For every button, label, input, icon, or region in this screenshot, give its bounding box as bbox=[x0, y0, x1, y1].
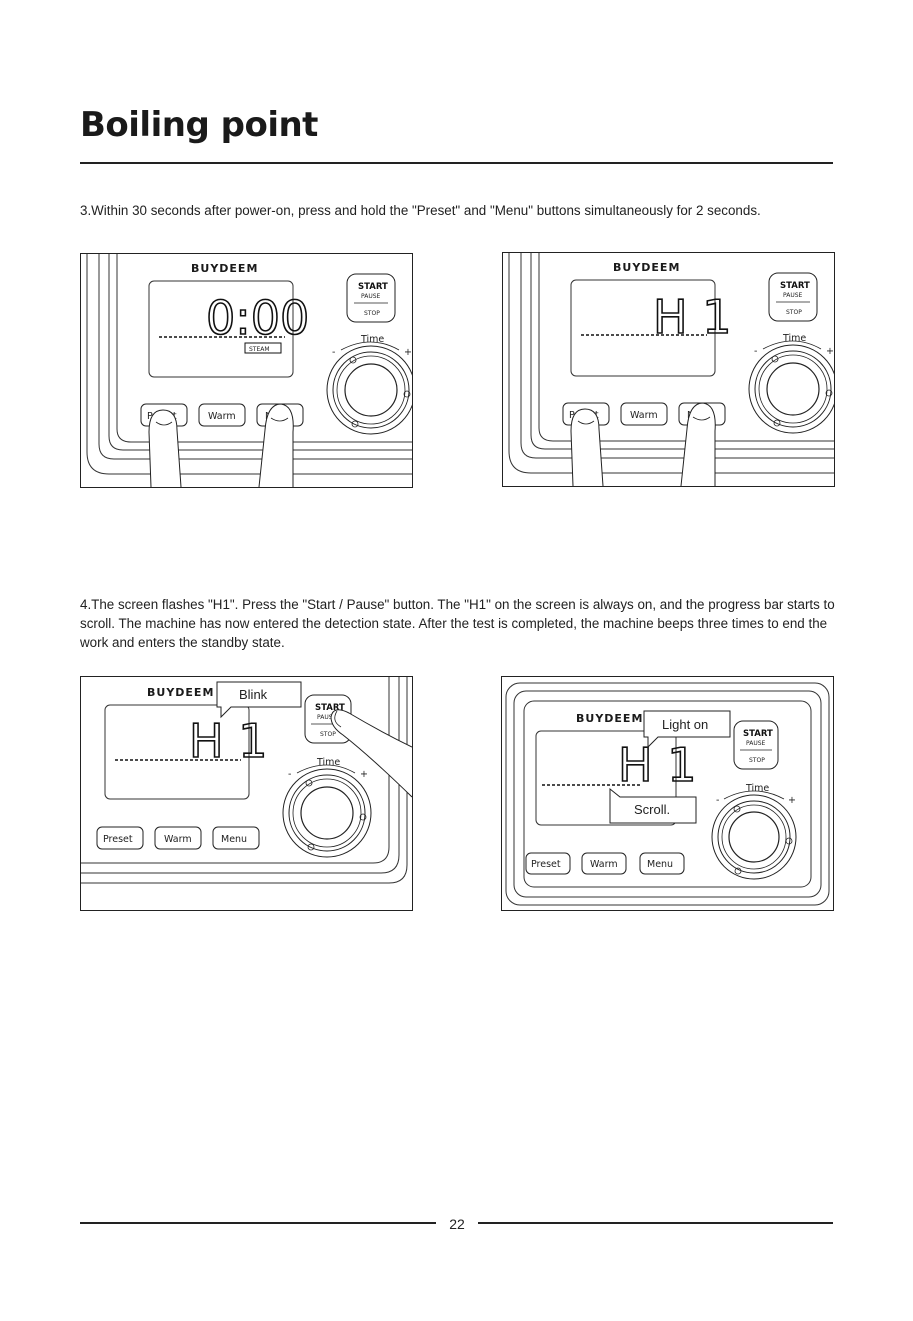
brand-logo: BUYDEEM bbox=[147, 686, 214, 699]
svg-text:Menu: Menu bbox=[221, 834, 247, 845]
svg-text:Warm: Warm bbox=[164, 834, 192, 845]
illustration-step3-before: BUYDEEM 0:00 STEAM START PAUSE STOP Time… bbox=[80, 253, 413, 488]
brand-logo: BUYDEEM bbox=[613, 261, 680, 274]
steam-indicator: STEAM bbox=[249, 346, 270, 353]
svg-text:-: - bbox=[716, 795, 719, 806]
lcd-digits: 0:00 bbox=[206, 291, 309, 345]
svg-text:-: - bbox=[332, 347, 335, 358]
step-3-instruction: 3.Within 30 seconds after power-on, pres… bbox=[80, 203, 761, 218]
time-dial[interactable] bbox=[711, 794, 797, 880]
footer-rule-right bbox=[478, 1222, 833, 1224]
time-dial[interactable] bbox=[282, 768, 372, 858]
time-label: Time bbox=[360, 334, 384, 345]
start-button[interactable] bbox=[768, 272, 818, 322]
svg-text:STOP: STOP bbox=[364, 310, 380, 317]
lcd-screen bbox=[148, 280, 294, 378]
svg-text:+: + bbox=[826, 346, 834, 357]
svg-text:START: START bbox=[315, 703, 345, 713]
light-on-callout: Light on bbox=[662, 717, 708, 732]
finger-left bbox=[148, 409, 182, 487]
svg-text:STOP: STOP bbox=[749, 757, 765, 764]
brand-logo: BUYDEEM bbox=[191, 262, 258, 275]
svg-text:+: + bbox=[404, 347, 412, 358]
svg-text:STOP: STOP bbox=[786, 309, 802, 316]
lcd-screen bbox=[570, 279, 716, 377]
svg-text:PAUSE: PAUSE bbox=[317, 714, 337, 721]
warm-button[interactable] bbox=[154, 826, 202, 850]
svg-text:START: START bbox=[358, 282, 388, 292]
scroll-callout: Scroll. bbox=[634, 802, 670, 817]
preset-button[interactable] bbox=[525, 852, 571, 875]
brand-logo: BUYDEEM bbox=[576, 712, 643, 725]
warm-button[interactable] bbox=[581, 852, 627, 875]
menu-button[interactable] bbox=[639, 852, 685, 875]
illustration-step4-blink: BUYDEEM H 1 Blink START PAUSE STOP Time … bbox=[80, 676, 413, 911]
step-4-instruction: 4.The screen flashes "H1". Press the "St… bbox=[80, 597, 835, 650]
lcd-digits: H 1 bbox=[653, 290, 731, 344]
page-title: Boiling point bbox=[80, 105, 318, 145]
illustration-step4-scroll: BUYDEEM H 1 Light on Scroll. START PAUSE… bbox=[501, 676, 834, 911]
warm-button[interactable] bbox=[198, 403, 246, 427]
finger-right bbox=[680, 402, 716, 486]
time-dial[interactable] bbox=[326, 345, 412, 435]
footer-rule-left bbox=[80, 1222, 436, 1224]
svg-text:STOP: STOP bbox=[320, 731, 336, 738]
svg-text:Warm: Warm bbox=[208, 411, 236, 422]
callout-bubble-light bbox=[643, 710, 731, 749]
lcd-digits: H 1 bbox=[618, 738, 696, 792]
svg-text:Preset: Preset bbox=[531, 859, 561, 870]
svg-text:Preset: Preset bbox=[103, 834, 133, 845]
time-label: Time bbox=[745, 783, 769, 794]
time-label: Time bbox=[782, 333, 806, 344]
lcd-screen bbox=[104, 704, 250, 800]
svg-text:-: - bbox=[754, 346, 757, 357]
preset-button[interactable] bbox=[96, 826, 144, 850]
svg-text:Warm: Warm bbox=[630, 410, 658, 421]
time-label: Time bbox=[316, 757, 340, 768]
svg-text:PAUSE: PAUSE bbox=[361, 293, 381, 300]
start-button[interactable] bbox=[346, 273, 396, 323]
svg-text:+: + bbox=[360, 769, 368, 780]
finger-pressing-start bbox=[330, 709, 412, 798]
start-button[interactable] bbox=[733, 720, 779, 770]
svg-text:+: + bbox=[788, 795, 796, 806]
svg-text:Menu: Menu bbox=[647, 859, 673, 870]
svg-text:PAUSE: PAUSE bbox=[783, 292, 803, 299]
callout-bubble bbox=[216, 681, 302, 719]
svg-text:Warm: Warm bbox=[590, 859, 618, 870]
finger-left bbox=[570, 408, 604, 486]
svg-text:START: START bbox=[743, 729, 773, 739]
menu-button[interactable] bbox=[212, 826, 260, 850]
time-dial[interactable] bbox=[748, 344, 834, 434]
callout-bubble-scroll bbox=[609, 787, 697, 824]
lcd-screen bbox=[535, 730, 677, 826]
page-number: 22 bbox=[449, 1216, 465, 1232]
illustration-step3-after: BUYDEEM H 1 START PAUSE STOP Time - + Pr… bbox=[502, 252, 835, 487]
finger-right bbox=[258, 403, 294, 487]
title-divider bbox=[80, 162, 833, 164]
svg-text:START: START bbox=[780, 281, 810, 291]
svg-text:-: - bbox=[288, 769, 291, 780]
svg-text:PAUSE: PAUSE bbox=[746, 740, 766, 747]
blink-callout: Blink bbox=[239, 687, 268, 702]
warm-button[interactable] bbox=[620, 402, 668, 426]
